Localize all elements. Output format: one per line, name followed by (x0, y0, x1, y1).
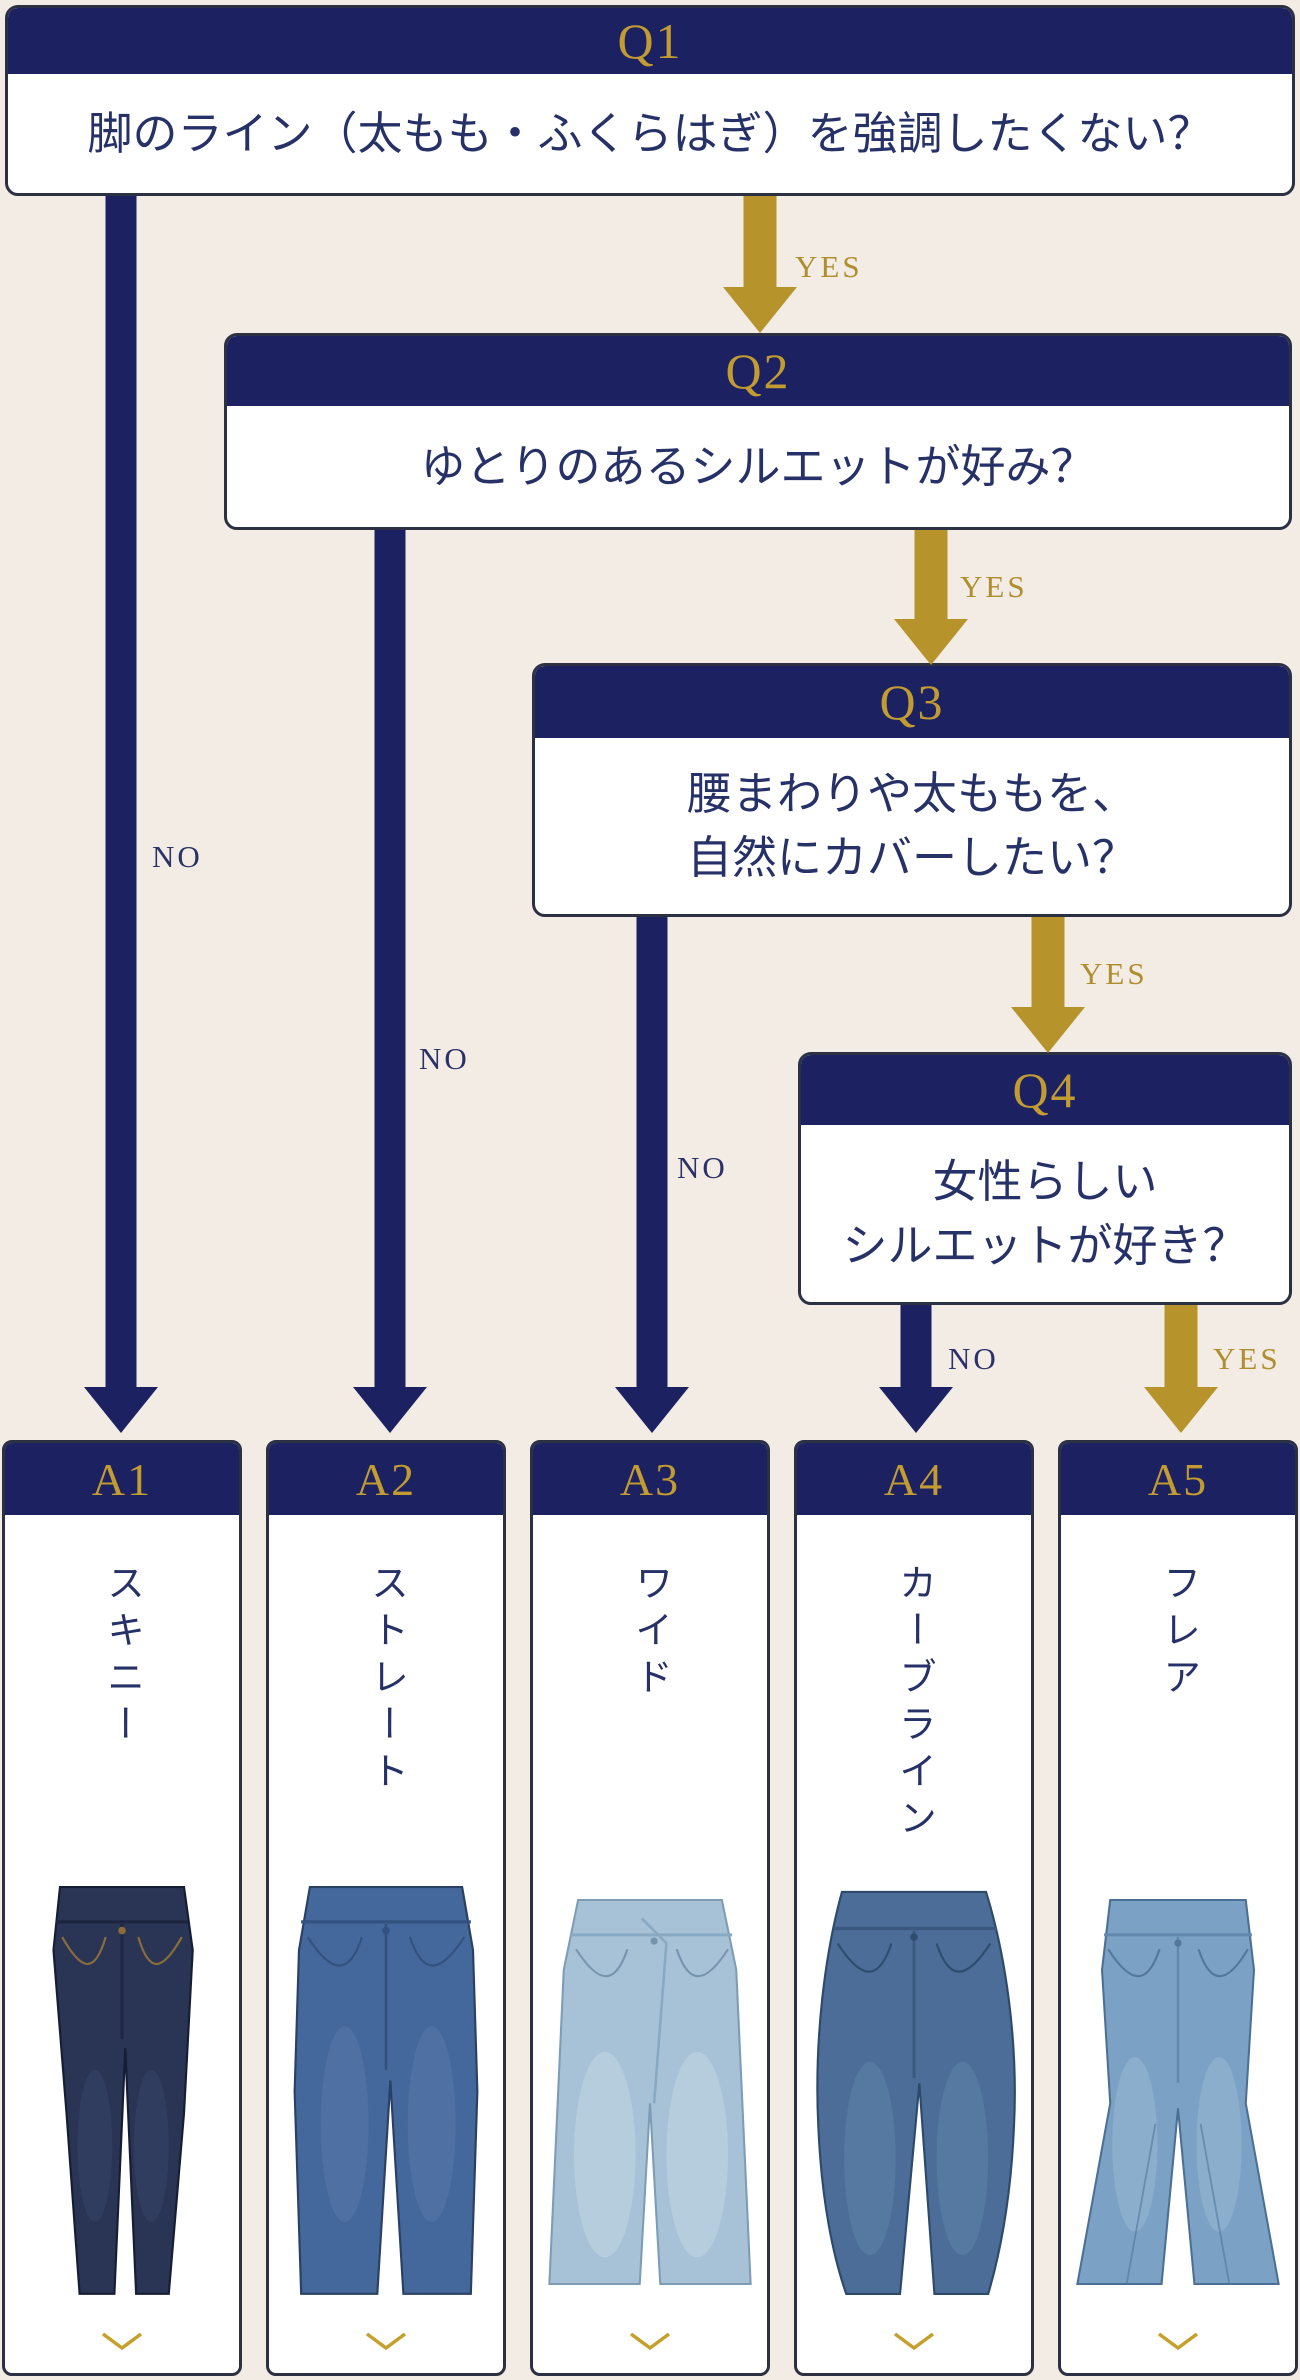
arrow-down-icon (879, 1387, 953, 1433)
answer-header-a4: A4 (797, 1443, 1031, 1515)
no-label-q4: NO (948, 1341, 999, 1376)
answer-id: A2 (355, 1453, 417, 1505)
question-box-q4: Q4 女性らしい シルエットが好き？ (798, 1052, 1292, 1305)
answer-card-a1[interactable]: A1 スキニー (2, 1440, 242, 2376)
jeans-image-flare (1076, 1898, 1280, 2286)
answer-id: A1 (91, 1453, 153, 1505)
question-box-q1: Q1 脚のライン（太もも・ふくらはぎ）を強調したくない？ (5, 5, 1295, 196)
no-arrow-q3-a3 (615, 917, 689, 1433)
chevron-down-icon[interactable] (100, 2331, 144, 2353)
no-arrow-q1-a1 (84, 196, 158, 1433)
arrow-down-icon (894, 619, 968, 665)
answer-id: A3 (619, 1453, 681, 1505)
question-text-line: 自然にカバーしたい？ (686, 832, 1137, 883)
jeans-image-curve (816, 1890, 1016, 2296)
question-body-q1: 脚のライン（太もも・ふくらはぎ）を強調したくない？ (8, 74, 1292, 193)
arrow-down-icon (353, 1387, 427, 1433)
question-box-q3: Q3 腰まわりや太ももを、 自然にカバーしたい？ (532, 663, 1292, 917)
jeans-image-wide (548, 1898, 752, 2286)
question-text-line: 脚のライン（太もも・ふくらはぎ）を強調したくない？ (87, 107, 1213, 159)
answer-name-vertical: カーブライン (892, 1563, 935, 1845)
question-id: Q4 (1012, 1062, 1078, 1118)
answer-id: A5 (1147, 1453, 1209, 1505)
yes-label-q3: YES (1080, 956, 1148, 991)
answer-card-a2[interactable]: A2 ストレート (266, 1440, 506, 2376)
answer-header-a3: A3 (533, 1443, 767, 1515)
answer-header-a5: A5 (1061, 1443, 1295, 1515)
jeans-image-skinny (52, 1885, 194, 2295)
question-text-line: 腰まわりや太ももを、 (686, 768, 1137, 819)
question-body-q2: ゆとりのあるシルエットが好み？ (227, 406, 1289, 527)
chevron-down-icon[interactable] (892, 2331, 936, 2353)
answer-header-a2: A2 (269, 1443, 503, 1515)
question-id: Q3 (879, 674, 945, 730)
question-header-q1: Q1 (8, 8, 1292, 74)
no-arrow-q4-a4 (879, 1305, 953, 1433)
yes-label-q1: YES (795, 249, 863, 284)
chevron-down-icon[interactable] (1156, 2331, 1200, 2353)
no-arrow-q2-a2 (353, 530, 427, 1433)
question-header-q2: Q2 (227, 336, 1289, 406)
question-text-line: 女性らしい (932, 1155, 1158, 1207)
yes-arrow-q4-a5 (1144, 1305, 1218, 1433)
question-text-line: シルエットが好き？ (842, 1219, 1248, 1271)
question-header-q4: Q4 (801, 1055, 1289, 1125)
answer-name-vertical: ワイド (628, 1563, 671, 1704)
question-body-q3: 腰まわりや太ももを、 自然にカバーしたい？ (535, 738, 1289, 914)
answer-card-a4[interactable]: A4 カーブライン (794, 1440, 1034, 2376)
answer-header-a1: A1 (5, 1443, 239, 1515)
yes-arrow-q1-q2 (723, 196, 797, 333)
question-text-line: ゆとりのあるシルエットが好み？ (420, 440, 1096, 492)
question-header-q3: Q3 (535, 666, 1289, 738)
chevron-down-icon[interactable] (628, 2331, 672, 2353)
question-id: Q1 (617, 13, 683, 69)
yes-label-q2: YES (960, 569, 1028, 604)
answer-name-vertical: ストレート (364, 1563, 407, 1798)
arrow-down-icon (615, 1387, 689, 1433)
arrow-down-icon (1011, 1007, 1085, 1053)
answer-name-vertical: スキニー (100, 1563, 143, 1751)
jeans-image-straight (293, 1885, 479, 2295)
yes-label-q4: YES (1213, 1341, 1281, 1376)
no-label-q2: NO (419, 1041, 470, 1076)
answer-id: A4 (883, 1453, 945, 1505)
yes-arrow-q2-q3 (894, 530, 968, 665)
arrow-down-icon (84, 1387, 158, 1433)
answer-card-a5[interactable]: A5 フレア (1058, 1440, 1298, 2376)
question-id: Q2 (725, 343, 791, 399)
no-label-q3: NO (677, 1150, 728, 1185)
arrow-down-icon (1144, 1387, 1218, 1433)
answer-card-a3[interactable]: A3 ワイド (530, 1440, 770, 2376)
question-box-q2: Q2 ゆとりのあるシルエットが好み？ (224, 333, 1292, 530)
arrow-down-icon (723, 287, 797, 333)
yes-arrow-q3-q4 (1011, 917, 1085, 1053)
answer-name-vertical: フレア (1156, 1563, 1199, 1704)
question-body-q4: 女性らしい シルエットが好き？ (801, 1125, 1289, 1302)
chevron-down-icon[interactable] (364, 2331, 408, 2353)
no-label-q1: NO (152, 839, 203, 874)
